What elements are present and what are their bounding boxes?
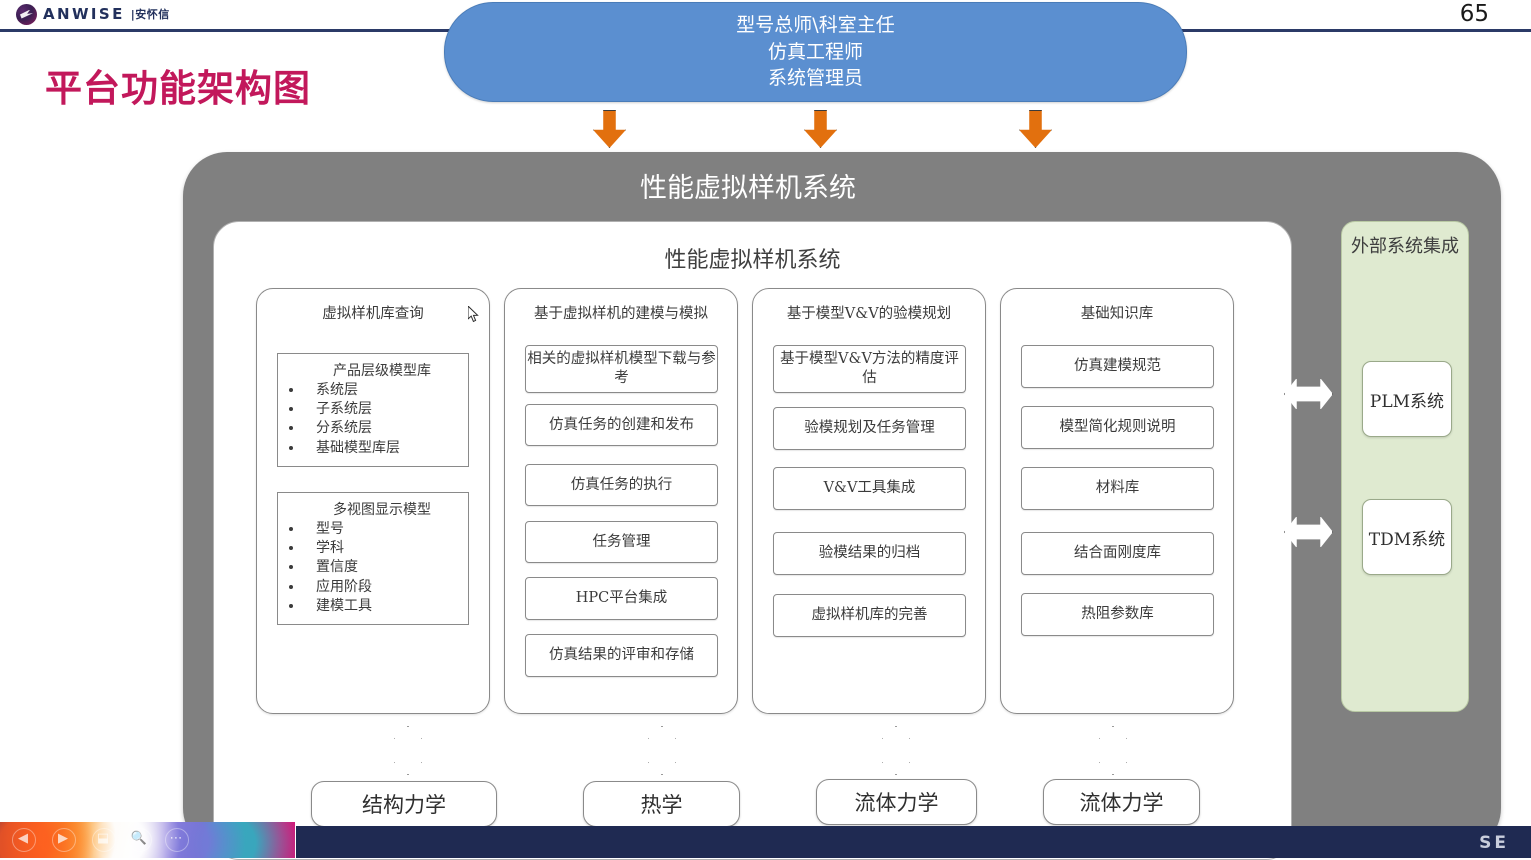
external-system-tdm[interactable]: TDM系统 [1362, 499, 1452, 575]
discipline-pill-thermal[interactable]: 热学 [583, 781, 740, 827]
external-systems-panel[interactable]: 外部系统集成 PLM系统 TDM系统 [1341, 221, 1469, 712]
page-number: 65 [1459, 1, 1489, 27]
item-card[interactable]: 任务管理 [525, 521, 718, 563]
footer-band-text: SE [1479, 833, 1509, 853]
item-card[interactable]: 热阻参数库 [1021, 593, 1214, 636]
item-card[interactable]: 虚拟样机库的完善 [773, 594, 966, 637]
down-arrow-icon [804, 110, 837, 148]
logo-text: ANWISE [43, 4, 125, 23]
list-item: 置信度 [304, 558, 468, 577]
discipline-pill-fluid-2[interactable]: 流体力学 [1043, 779, 1200, 825]
taskbar-icon-forward[interactable] [52, 828, 76, 852]
taskbar-glyph-more: ⋯ [169, 831, 183, 846]
item-card[interactable]: 基于模型V&V方法的精度评估 [773, 345, 966, 393]
list-item: 系统层 [304, 381, 468, 400]
inner-panel: 性能虚拟样机系统 虚拟样机库查询 产品层级模型库 系统层 子系统层 分系统层 基… [213, 221, 1292, 860]
sub-box-product-model-library[interactable]: 产品层级模型库 系统层 子系统层 分系统层 基础模型库层 [277, 353, 469, 467]
bullet-list: 型号 学科 置信度 应用阶段 建模工具 [278, 520, 468, 616]
sub-box-title: 产品层级模型库 [333, 363, 431, 379]
item-card[interactable]: 验模规划及任务管理 [773, 407, 966, 450]
system-title: 性能虚拟样机系统 [640, 173, 856, 204]
sub-box-title: 多视图显示模型 [333, 502, 431, 518]
item-card[interactable]: 材料库 [1021, 467, 1214, 510]
list-item: 分系统层 [304, 419, 468, 438]
taskbar-icon-more[interactable] [165, 828, 189, 852]
mouse-cursor [468, 306, 479, 323]
item-card[interactable]: 仿真建模规范 [1021, 345, 1214, 388]
page-title: 平台功能架构图 [45, 67, 311, 110]
taskbar-glyph-search: 🔍 [130, 831, 148, 846]
taskbar-icon-back[interactable] [12, 828, 36, 852]
column-title: 基于虚拟样机的建模与模拟 [534, 306, 708, 322]
role-line-2: 仿真工程师 [767, 40, 863, 63]
item-card[interactable]: 仿真任务的执行 [525, 464, 718, 506]
column-virtual-prototype-query[interactable]: 虚拟样机库查询 产品层级模型库 系统层 子系统层 分系统层 基础模型库层 多视图… [256, 288, 490, 714]
role-line-3: 系统管理员 [767, 67, 863, 90]
anwise-logo-icon [16, 3, 37, 25]
system-container: 性能虚拟样机系统 性能虚拟样机系统 虚拟样机库查询 产品层级模型库 系统层 子系… [183, 152, 1501, 860]
item-card[interactable]: 结合面刚度库 [1021, 532, 1214, 575]
item-card[interactable]: 仿真任务的创建和发布 [525, 404, 718, 446]
item-card[interactable]: 相关的虚拟样机模型下载与参考 [525, 345, 718, 393]
list-item: 学科 [304, 539, 468, 558]
search-icon[interactable] [128, 828, 152, 852]
list-item: 基础模型库层 [304, 439, 468, 458]
anwise-logo: ANWISE |安怀信 [16, 3, 170, 25]
item-card[interactable]: V&V工具集成 [773, 467, 966, 510]
bullet-list: 系统层 子系统层 分系统层 基础模型库层 [278, 381, 468, 458]
list-item: 子系统层 [304, 400, 468, 419]
external-system-plm[interactable]: PLM系统 [1362, 361, 1452, 437]
item-card[interactable]: HPC平台集成 [525, 577, 718, 620]
taskbar-glyph-back: ◀ [18, 831, 28, 846]
roles-box: 型号总师\科室主任 仿真工程师 系统管理员 [444, 2, 1187, 102]
footer-band [296, 826, 1531, 858]
discipline-pill-fluid-1[interactable]: 流体力学 [816, 779, 977, 825]
down-arrow-icon [593, 110, 626, 148]
column-basic-knowledge-base[interactable]: 基础知识库 仿真建模规范 模型简化规则说明 材料库 结合面刚度库 热阻参数库 [1000, 288, 1234, 714]
taskbar-icon-window[interactable] [92, 828, 116, 852]
item-card[interactable]: 仿真结果的评审和存储 [525, 634, 718, 677]
taskbar-glyph-window: ⬓ [96, 831, 110, 846]
column-vv-validation-planning[interactable]: 基于模型V&V的验模规划 基于模型V&V方法的精度评估 验模规划及任务管理 V&… [752, 288, 986, 714]
sub-box-multiview-display-model[interactable]: 多视图显示模型 型号 学科 置信度 应用阶段 建模工具 [277, 492, 469, 625]
down-arrow-icon [1019, 110, 1052, 148]
taskbar-glyph-forward: ▶ [58, 831, 68, 846]
external-systems-title: 外部系统集成 [1351, 236, 1459, 257]
column-title: 基于模型V&V的验模规划 [786, 306, 952, 322]
column-modeling-simulation[interactable]: 基于虚拟样机的建模与模拟 相关的虚拟样机模型下载与参考 仿真任务的创建和发布 仿… [504, 288, 738, 714]
inner-panel-title: 性能虚拟样机系统 [664, 248, 841, 273]
discipline-pill-structural[interactable]: 结构力学 [311, 781, 497, 827]
item-card[interactable]: 模型简化规则说明 [1021, 406, 1214, 449]
item-card[interactable]: 验模结果的归档 [773, 532, 966, 575]
list-item: 应用阶段 [304, 578, 468, 597]
role-line-1: 型号总师\科室主任 [736, 13, 895, 36]
list-item: 建模工具 [304, 597, 468, 616]
logo-text-cn: |安怀信 [130, 8, 170, 21]
column-title: 虚拟样机库查询 [322, 306, 424, 322]
list-item: 型号 [304, 520, 468, 539]
column-title: 基础知识库 [1080, 306, 1154, 322]
